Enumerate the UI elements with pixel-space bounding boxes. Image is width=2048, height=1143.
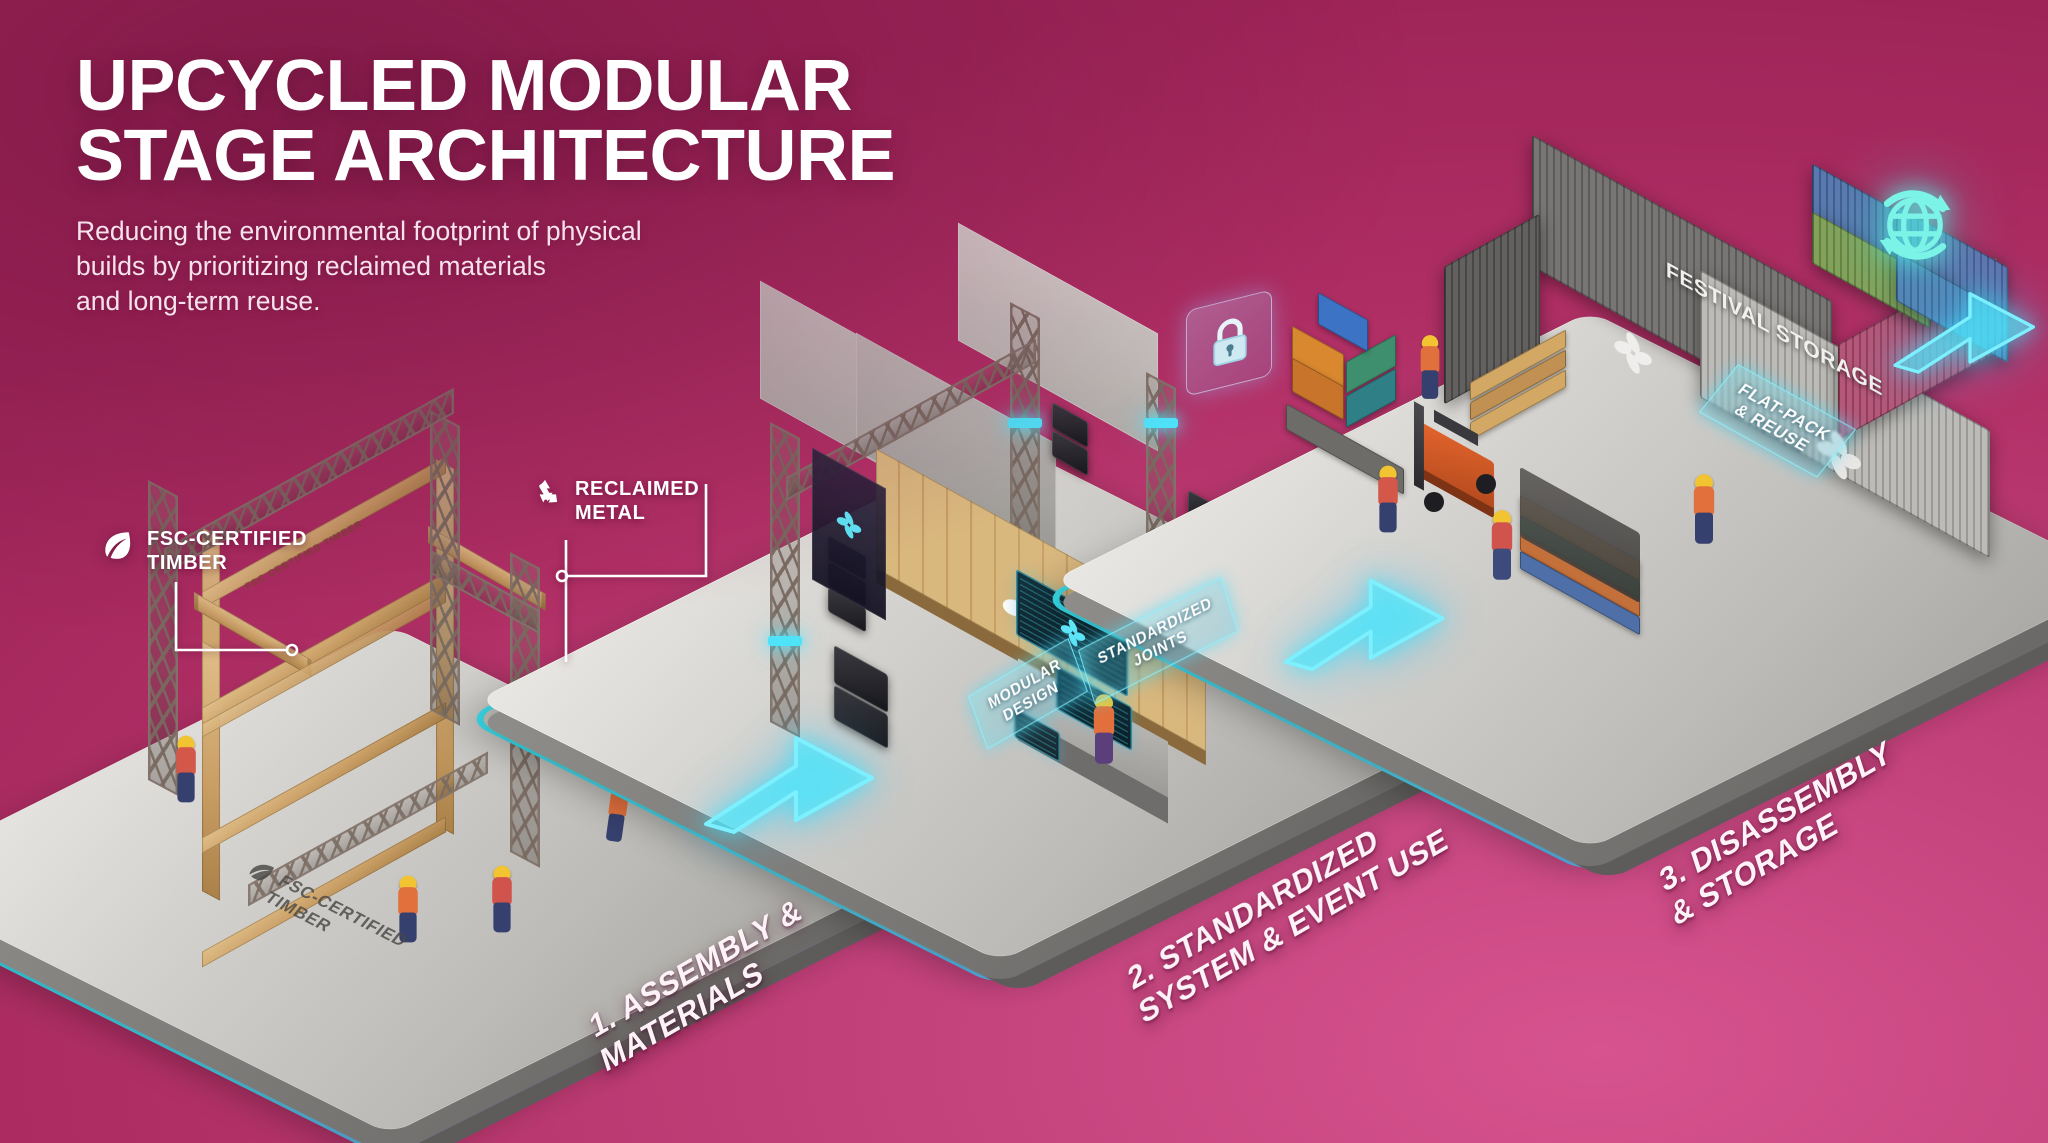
callout-line-2: METAL <box>575 501 646 524</box>
callout-leader-timber <box>172 580 308 668</box>
leaf-icon <box>249 864 275 880</box>
subtitle-line-2: builds by prioritizing reclaimed materia… <box>76 250 546 281</box>
worker-figure <box>491 865 514 933</box>
callout-line-2: TIMBER <box>147 551 228 574</box>
page-subtitle: Reducing the environmental footprint of … <box>76 214 876 319</box>
flower-logo-icon <box>1614 332 1652 374</box>
callout-leader-metal <box>562 538 602 668</box>
globe-recycle-icon <box>1879 190 1951 260</box>
arrow-stage1-to-stage2 <box>700 728 880 840</box>
title-line-1: UPCYCLED MODULAR <box>76 46 852 126</box>
worker-figure <box>397 875 420 943</box>
worker-figure <box>175 735 198 803</box>
worker-figure <box>1377 465 1400 533</box>
flower-logo-icon <box>836 511 862 539</box>
worker-figure <box>1692 474 1716 544</box>
callout-leader-beam <box>546 480 716 610</box>
callout-line-1: FSC-CERTIFIED <box>147 528 308 550</box>
truss-neon-collar <box>1008 418 1042 428</box>
callout-fsc-certified-timber: FSC-CERTIFIED TIMBER <box>100 528 307 575</box>
callout-line-1: RECLAIMED <box>575 478 700 500</box>
arrow-stage3-to-reuse <box>1890 282 2040 382</box>
flower-logo-icon <box>1060 619 1086 647</box>
worker-figure <box>1490 510 1514 580</box>
recycle-icon <box>538 479 558 503</box>
header-block: UPCYCLED MODULAR STAGE ARCHITECTURE Redu… <box>76 50 896 319</box>
title-line-2: STAGE ARCHITECTURE <box>76 115 896 196</box>
truss-neon-collar <box>768 636 802 646</box>
callout-reclaimed-metal: RECLAIMED METAL <box>528 478 699 525</box>
arrow-stage2-to-stage3 <box>1280 570 1450 678</box>
leaf-icon <box>105 532 131 559</box>
truss-neon-collar <box>1144 418 1178 428</box>
stage-truss-tower <box>770 422 800 738</box>
subtitle-line-3: and long-term reuse. <box>76 285 321 316</box>
worker-figure <box>1419 335 1441 399</box>
forklift <box>1400 401 1550 528</box>
floor-decal-fsc-timber: FSC-CERTIFIED TIMBER <box>231 856 412 968</box>
lock-icon <box>1213 318 1247 366</box>
page-title: UPCYCLED MODULAR STAGE ARCHITECTURE <box>76 50 896 196</box>
secure-lock-panel <box>1186 289 1272 397</box>
subtitle-line-1: Reducing the environmental footprint of … <box>76 215 642 246</box>
worker-figure <box>1092 694 1116 764</box>
stage-banner <box>812 447 886 621</box>
